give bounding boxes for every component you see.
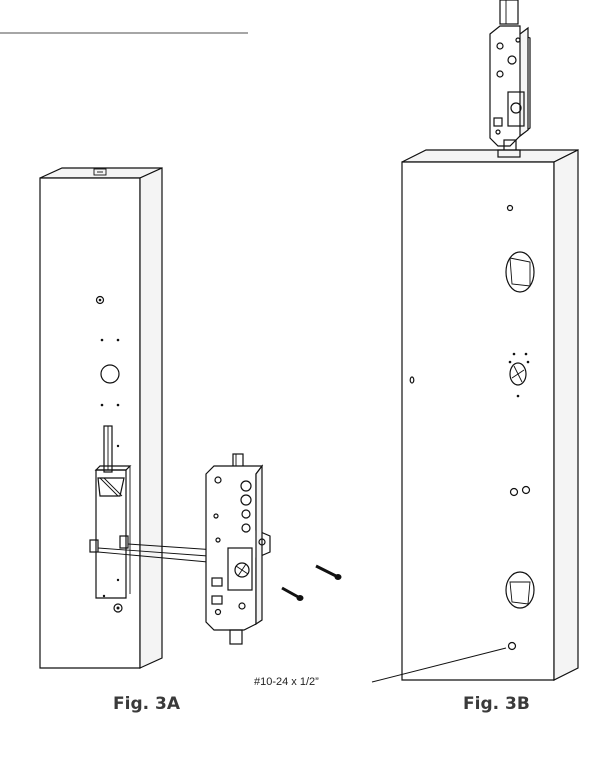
fig-3b-lock-body-above	[489, 0, 531, 157]
fig-3a-screws	[281, 563, 342, 601]
screw-size-callout: #10-24 x 1/2”	[254, 676, 319, 688]
fig-3b-door-holes	[505, 204, 535, 651]
fig-3a-door-holes	[95, 295, 123, 613]
figure-caption-3a: Fig. 3A	[113, 694, 180, 714]
fig-3a-lock-body	[205, 453, 271, 645]
callout-leader	[371, 647, 507, 683]
fig-3a-mortise-cutout	[89, 425, 217, 599]
fig-3b-door-stile	[401, 149, 579, 681]
fig-3a-door-stile	[39, 167, 163, 669]
figure-caption-3b: Fig. 3B	[463, 694, 530, 714]
